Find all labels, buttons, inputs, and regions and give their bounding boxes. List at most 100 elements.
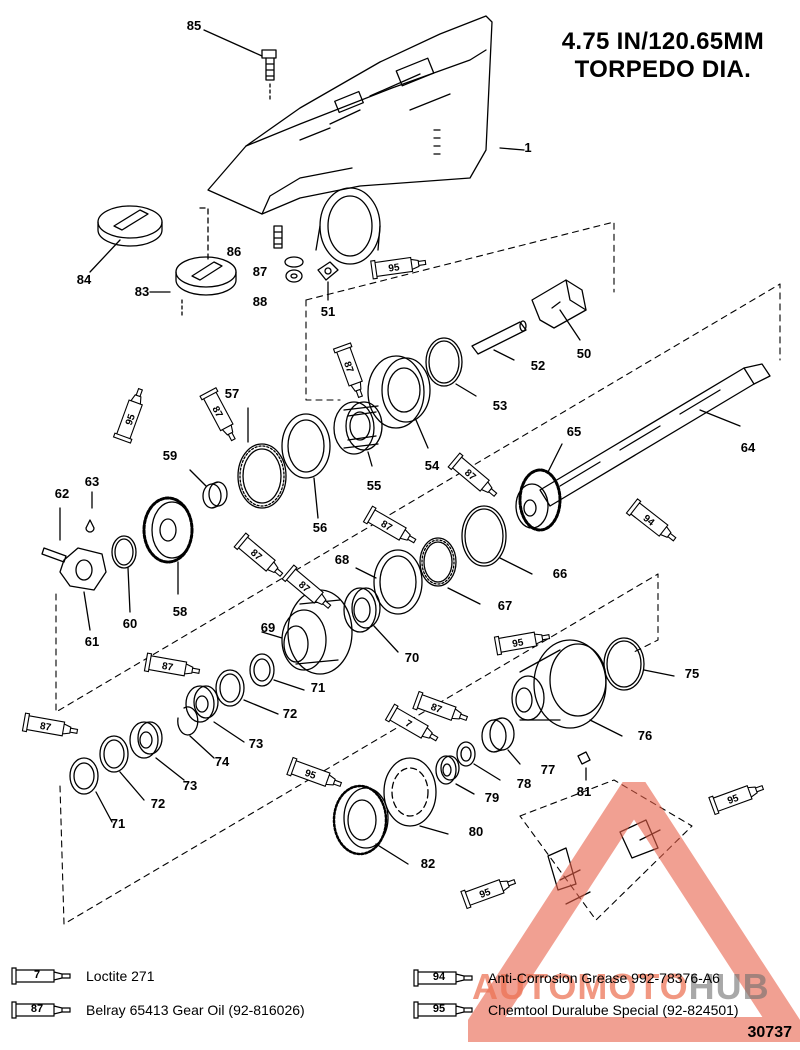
callout-65: 65 (567, 424, 581, 439)
ring-60 (111, 535, 137, 613)
washer-71-lower (69, 757, 113, 823)
nut-79 (435, 755, 475, 795)
shift-cam-parts (547, 819, 661, 905)
callout-52: 52 (531, 358, 545, 373)
pinion-gear-58 (142, 496, 194, 595)
callout-67: 67 (498, 598, 512, 613)
tube-icon: 87 (10, 1000, 72, 1020)
callout-88: 88 (253, 294, 267, 309)
tube-code: 87 (429, 702, 444, 716)
anode-84 (89, 205, 163, 273)
grease-tube-94: 94 (625, 498, 677, 542)
tube-code: 87 (341, 360, 355, 375)
grease-tube-87: 87 (332, 342, 364, 399)
o-ring-75 (603, 637, 675, 691)
title-line-1: 4.75 IN/120.65MM (561, 28, 764, 55)
callout-74: 74 (215, 754, 230, 769)
ring-53 (425, 337, 477, 397)
grease-tube-95: 95 (112, 387, 144, 444)
callout-62: 62 (55, 486, 69, 501)
callout-76: 76 (638, 728, 652, 743)
drive-shaft-64 (539, 363, 771, 507)
callout-72: 72 (151, 796, 165, 811)
callout-78: 78 (517, 776, 531, 791)
callout-73: 73 (249, 736, 263, 751)
bearing-73-upper (185, 685, 245, 743)
document-number: 30737 (747, 1024, 793, 1041)
bearing-67 (419, 537, 481, 605)
nut-61 (59, 547, 107, 631)
legend-label: Loctite 271 (86, 968, 155, 984)
callout-68: 68 (335, 552, 349, 567)
tube-code: 87 (161, 661, 174, 674)
callout-64: 64 (741, 440, 756, 455)
tube-code: 87 (210, 405, 225, 420)
legend-row-94: 94 Anti-Corrosion Grease 992-78376-A6 (412, 968, 720, 988)
cover-nut-82 (332, 784, 409, 865)
tube-icon: 95 (412, 1000, 474, 1020)
pin-62 (41, 507, 67, 563)
callout-55: 55 (367, 478, 381, 493)
callout-66: 66 (553, 566, 567, 581)
grease-tube-87: 87 (143, 652, 201, 677)
callout-71: 71 (111, 816, 125, 831)
shim-56 (281, 413, 331, 519)
grease-tube-95: 95 (460, 878, 517, 910)
gear-housing (207, 15, 493, 265)
fasteners-86-88 (273, 225, 304, 283)
callout-83: 83 (135, 284, 149, 299)
bearing-73-lower (129, 721, 185, 781)
bearing-59 (189, 469, 228, 509)
callout-77: 77 (541, 762, 555, 777)
callout-82: 82 (421, 856, 435, 871)
key-81 (577, 751, 591, 781)
drive-gear-65 (515, 443, 563, 532)
grease-tube-87: 87 (21, 712, 79, 737)
grease-tube-95: 95 (493, 631, 551, 656)
grease-tube-87: 87 (199, 387, 236, 442)
callout-1: 1 (524, 140, 531, 155)
callout-75: 75 (685, 666, 699, 681)
title-line-2: TORPEDO DIA. (574, 56, 752, 83)
callout-50: 50 (577, 346, 591, 361)
bolt-85 (203, 29, 277, 101)
bearing-72-upper (215, 669, 279, 715)
grease-tube-95: 95 (370, 256, 427, 280)
callout-86: 86 (227, 244, 241, 259)
bearing-cup-54 (367, 355, 431, 449)
shim-68 (355, 549, 423, 615)
tube-icon: 94 (412, 968, 474, 988)
callout-58: 58 (173, 604, 187, 619)
callout-56: 56 (313, 520, 327, 535)
fitting-51 (317, 261, 339, 301)
torpedo-diameter-title: 4.75 IN/120.65MM TORPEDO DIA. (562, 28, 764, 84)
callout-72: 72 (283, 706, 297, 721)
legend-row-95: 95 Chemtool Duralube Special (92-824501) (412, 1000, 739, 1020)
grease-tube-87: 87 (233, 532, 284, 578)
legend-label: Belray 65413 Gear Oil (92-816026) (86, 1002, 305, 1018)
bearing-70 (343, 587, 399, 653)
legend-label: Chemtool Duralube Special (92-824501) (488, 1002, 739, 1018)
callout-60: 60 (123, 616, 137, 631)
legend-row-87: 87 Belray 65413 Gear Oil (92-816026) (10, 1000, 305, 1020)
washer-78 (456, 741, 501, 781)
callout-53: 53 (493, 398, 507, 413)
callout-69: 69 (261, 620, 275, 635)
tube-code: 87 (39, 721, 52, 734)
callout-59: 59 (163, 448, 177, 463)
coupler-50 (531, 279, 587, 341)
retaining-ring-74 (177, 706, 215, 759)
grease-tube-87: 87 (362, 505, 417, 544)
grease-tube-95: 95 (286, 756, 343, 788)
callout-79: 79 (485, 790, 499, 805)
callout-63: 63 (85, 474, 99, 489)
callout-51: 51 (321, 304, 335, 319)
tab-washer-80 (383, 757, 449, 835)
roller-bearing-55 (333, 401, 383, 467)
bearing-carrier-69 (261, 589, 353, 675)
callout-54: 54 (425, 458, 440, 473)
legend-row-7: 7 Loctite 271 (10, 966, 155, 986)
callout-85: 85 (187, 18, 201, 33)
tube-code: 95 (303, 768, 318, 782)
